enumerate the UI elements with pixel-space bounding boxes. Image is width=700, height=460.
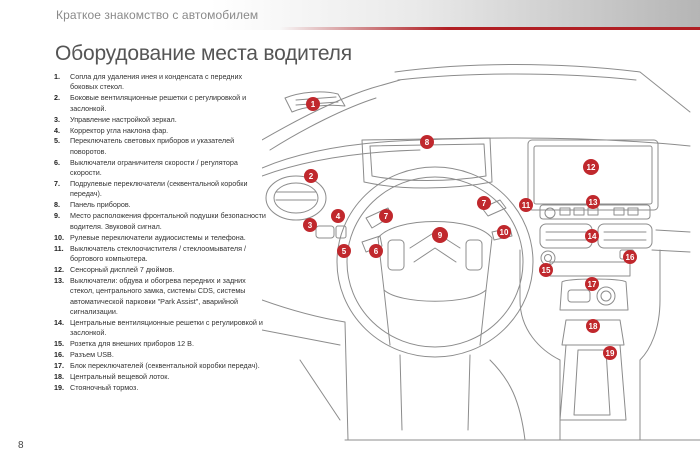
marker-14-label: 14 [588, 232, 597, 241]
legend-number: 13. [54, 276, 70, 318]
legend-text: Рулевые переключатели аудиосистемы и тел… [70, 233, 266, 243]
marker-9-label: 9 [438, 231, 443, 240]
legend-number: 4. [54, 126, 70, 136]
section-title: Краткое знакомство с автомобилем [56, 8, 258, 22]
legend-item-4: 4.Корректор угла наклона фар. [54, 126, 266, 136]
legend-number: 3. [54, 115, 70, 125]
legend-text: Разъем USB. [70, 350, 266, 360]
legend-text: Выключатели: обдува и обогрева передних … [70, 276, 266, 318]
legend-number: 19. [54, 383, 70, 393]
legend-list: 1.Сопла для удаления инея и конденсата с… [54, 72, 266, 394]
legend-number: 15. [54, 339, 70, 349]
legend-text: Панель приборов. [70, 200, 266, 210]
page-number: 8 [18, 440, 24, 451]
marker-7-left-label: 7 [384, 212, 389, 221]
legend-item-12: 12.Сенсорный дисплей 7 дюймов. [54, 265, 266, 275]
legend-number: 2. [54, 93, 70, 114]
legend-number: 1. [54, 72, 70, 93]
marker-19-label: 19 [606, 349, 615, 358]
legend-item-17: 17.Блок переключателей (секвентальной ко… [54, 361, 266, 371]
marker-18-label: 18 [589, 322, 598, 331]
legend-text: Место расположения фронтальной подушки б… [70, 211, 266, 232]
legend-text: Розетка для внешних приборов 12 В. [70, 339, 266, 349]
dashboard-line-art: 1 8 12 2 7 7 11 13 4 3 9 10 14 [262, 50, 700, 450]
legend-item-13: 13.Выключатели: обдува и обогрева передн… [54, 276, 266, 318]
legend-item-1: 1.Сопла для удаления инея и конденсата с… [54, 72, 266, 93]
legend-number: 8. [54, 200, 70, 210]
legend-item-6: 6.Выключатели ограничителя скорости / ре… [54, 158, 266, 179]
legend-item-11: 11.Выключатель стеклоочистителя / стекло… [54, 244, 266, 265]
legend-number: 12. [54, 265, 70, 275]
legend-text: Стояночный тормоз. [70, 383, 266, 393]
legend-text: Корректор угла наклона фар. [70, 126, 266, 136]
legend-item-8: 8.Панель приборов. [54, 200, 266, 210]
legend-item-9: 9.Место расположения фронтальной подушки… [54, 211, 266, 232]
legend-text: Управление настройкой зеркал. [70, 115, 266, 125]
legend-number: 17. [54, 361, 70, 371]
legend-item-7: 7.Подрулевые переключатели (секвентально… [54, 179, 266, 200]
legend-number: 10. [54, 233, 70, 243]
marker-1-label: 1 [311, 100, 316, 109]
legend-number: 9. [54, 211, 70, 232]
legend-item-2: 2.Боковые вентиляционные решетки с регул… [54, 93, 266, 114]
legend-text: Подрулевые переключатели (секвентальной … [70, 179, 266, 200]
legend-text: Центральные вентиляционные решетки с рег… [70, 318, 266, 339]
marker-2-label: 2 [309, 172, 314, 181]
legend-number: 6. [54, 158, 70, 179]
legend-number: 11. [54, 244, 70, 265]
marker-4-label: 4 [336, 212, 341, 221]
legend-number: 14. [54, 318, 70, 339]
marker-13-label: 13 [589, 198, 598, 207]
legend-number: 5. [54, 136, 70, 157]
marker-5-label: 5 [342, 247, 347, 256]
legend-number: 18. [54, 372, 70, 382]
legend-item-3: 3.Управление настройкой зеркал. [54, 115, 266, 125]
marker-7-right-label: 7 [482, 199, 487, 208]
legend-text: Центральный вещевой лоток. [70, 372, 266, 382]
marker-6-label: 6 [374, 247, 379, 256]
marker-16-label: 16 [626, 253, 635, 262]
legend-text: Переключатель световых приборов и указат… [70, 136, 266, 157]
legend-text: Выключатель стеклоочистителя / стеклоомы… [70, 244, 266, 265]
legend-item-19: 19.Стояночный тормоз. [54, 383, 266, 393]
legend-number: 16. [54, 350, 70, 360]
callout-markers: 1 8 12 2 7 7 11 13 4 3 9 10 14 [303, 97, 637, 360]
legend-item-18: 18.Центральный вещевой лоток. [54, 372, 266, 382]
legend-text: Выключатели ограничителя скорости / регу… [70, 158, 266, 179]
marker-15-label: 15 [542, 266, 551, 275]
marker-17-label: 17 [588, 280, 597, 289]
legend-item-16: 16.Разъем USB. [54, 350, 266, 360]
legend-item-10: 10.Рулевые переключатели аудиосистемы и … [54, 233, 266, 243]
marker-3-label: 3 [308, 221, 313, 230]
legend-text: Блок переключателей (секвентальной короб… [70, 361, 266, 371]
marker-11-label: 11 [522, 201, 531, 210]
legend-text: Сопла для удаления инея и конденсата с п… [70, 72, 266, 93]
legend-item-14: 14.Центральные вентиляционные решетки с … [54, 318, 266, 339]
dashboard-illustration: 1 8 12 2 7 7 11 13 4 3 9 10 14 [262, 50, 700, 450]
marker-12-label: 12 [587, 163, 596, 172]
legend-text: Боковые вентиляционные решетки с регулир… [70, 93, 266, 114]
legend-text: Сенсорный дисплей 7 дюймов. [70, 265, 266, 275]
marker-10-label: 10 [500, 228, 509, 237]
legend-item-15: 15.Розетка для внешних приборов 12 В. [54, 339, 266, 349]
legend-number: 7. [54, 179, 70, 200]
legend-item-5: 5.Переключатель световых приборов и указ… [54, 136, 266, 157]
marker-8-label: 8 [425, 138, 430, 147]
